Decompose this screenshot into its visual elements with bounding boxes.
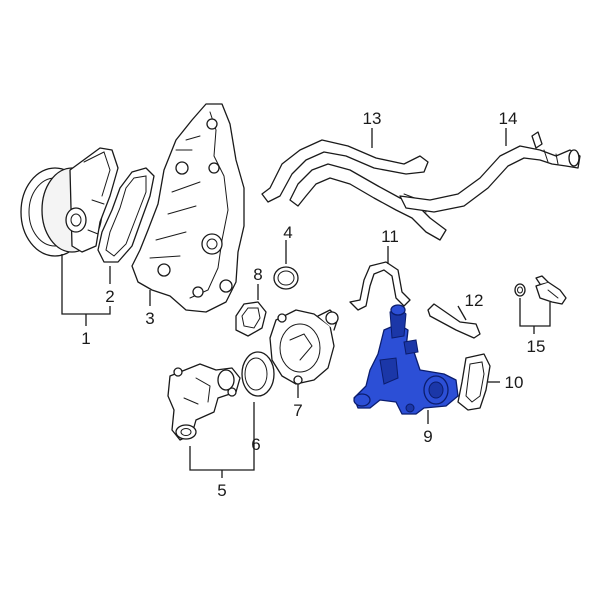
callout-8: 8 (253, 265, 262, 284)
callout-11: 11 (381, 227, 399, 246)
o-ring-part[interactable] (273, 266, 299, 290)
water-pump-part[interactable] (20, 147, 119, 257)
front-cover-part[interactable] (131, 103, 245, 313)
callout-labels: 1 2 3 4 5 6 7 8 9 10 11 12 13 14 15 (81, 109, 545, 500)
outlet-gasket-part[interactable] (457, 353, 491, 411)
callout-13: 13 (363, 109, 382, 128)
callout-14: 14 (499, 109, 518, 128)
callout-6: 6 (251, 435, 260, 454)
water-outlet-part[interactable] (353, 304, 459, 415)
bypass-hose-part[interactable] (349, 261, 411, 311)
callout-15: 15 (527, 337, 546, 356)
callout-1: 1 (81, 329, 90, 348)
thermostat-housing-part[interactable] (167, 363, 241, 441)
bypass-gasket-part[interactable] (235, 301, 267, 337)
pump-gasket-part[interactable] (97, 167, 155, 263)
small-hose-part[interactable] (427, 303, 481, 339)
callout-4: 4 (283, 223, 292, 242)
callout-7: 7 (293, 401, 302, 420)
leader-lines (61, 128, 551, 478)
callout-2: 2 (105, 287, 114, 306)
thermostat-part[interactable] (269, 309, 339, 385)
callout-3: 3 (145, 309, 154, 328)
callout-10: 10 (505, 373, 524, 392)
temp-sensor-part[interactable] (514, 275, 567, 305)
heater-pipe-part[interactable] (399, 131, 581, 213)
thermostat-gasket-part[interactable] (241, 351, 275, 397)
callout-12: 12 (465, 291, 484, 310)
callout-5: 5 (217, 481, 226, 500)
coolant-pipe-part[interactable] (261, 139, 447, 241)
callout-9: 9 (423, 427, 432, 446)
